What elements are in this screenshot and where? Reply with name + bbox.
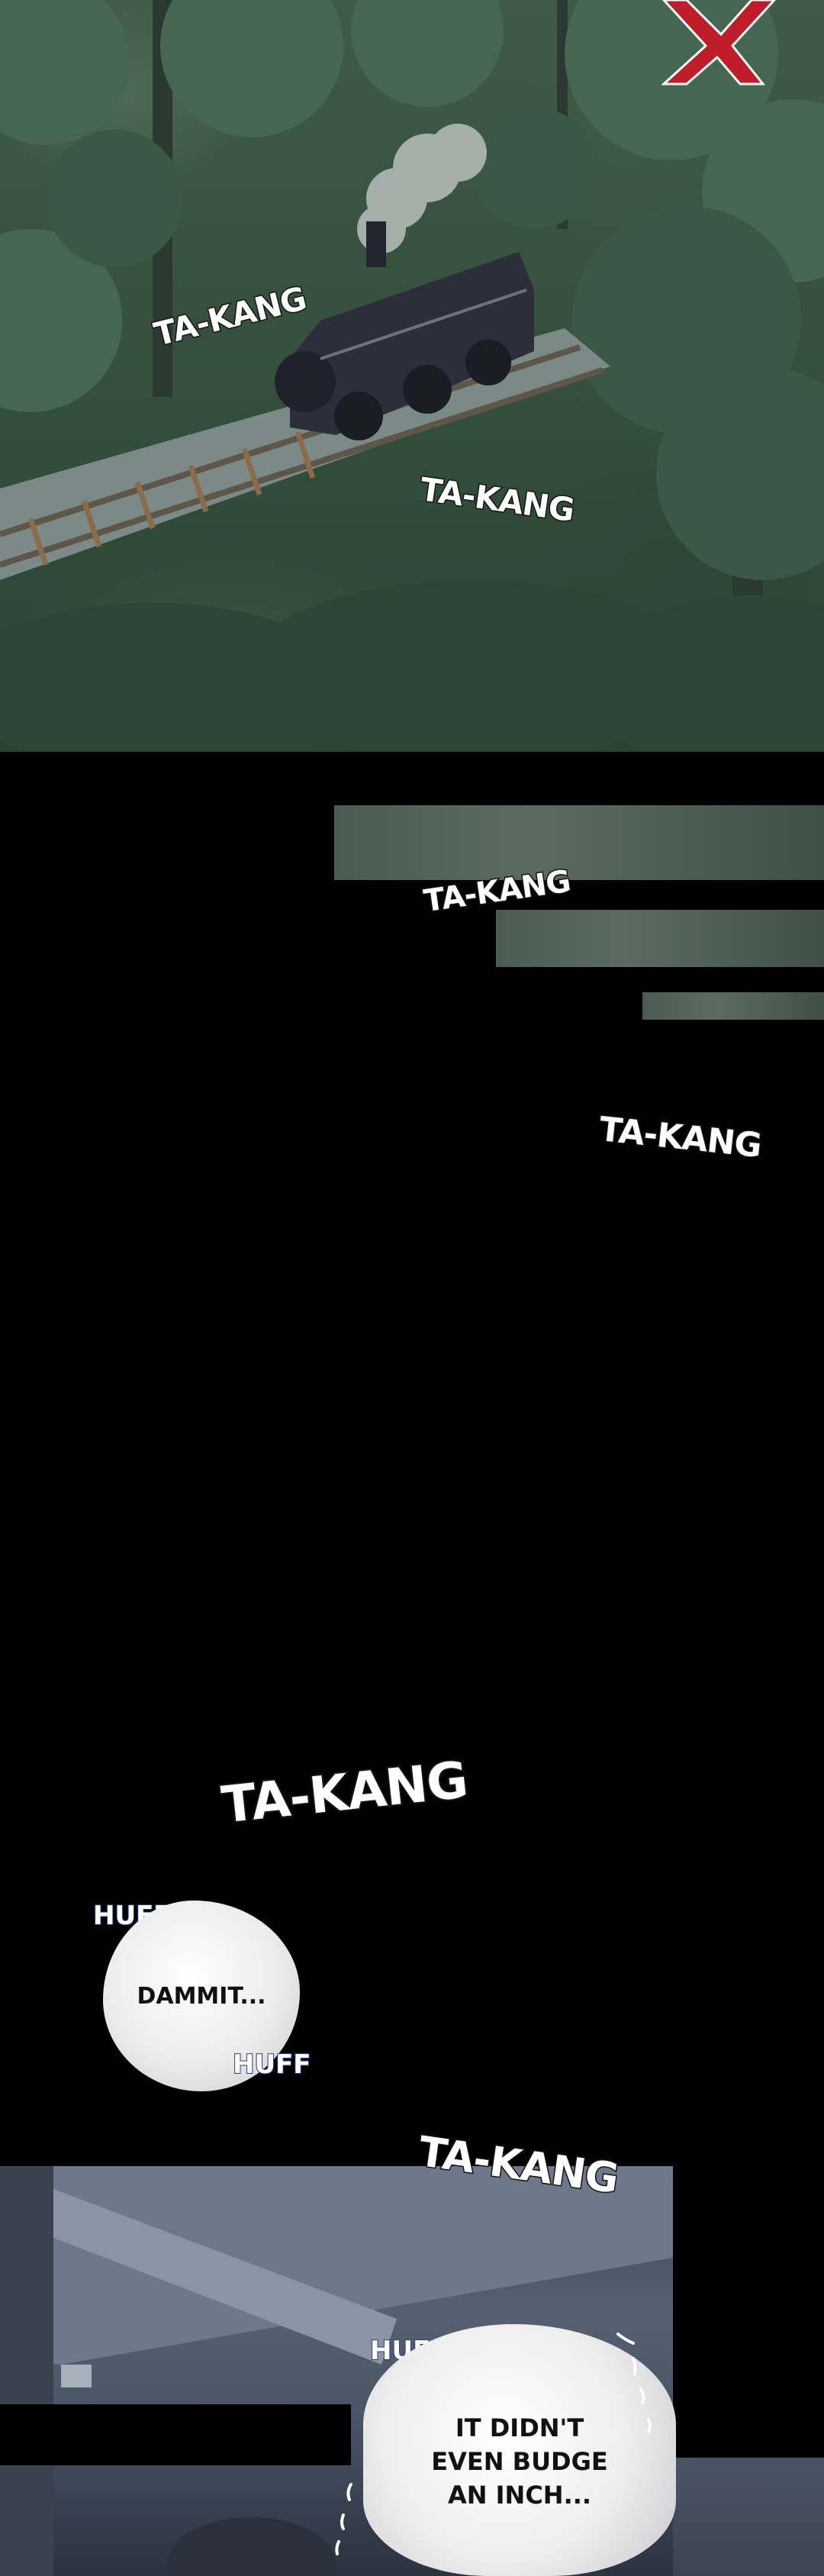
dialogue-text: AN INCH... [447,2481,592,2510]
wall-post [0,2166,53,2576]
dialogue-text: IT DIDN'T [455,2413,584,2442]
glitch-strip [496,910,824,967]
steam-train [275,221,534,440]
black-strip [0,2404,351,2465]
foliage [46,107,824,580]
forest-train-panel: TA-KANG TA-KANG [0,0,824,752]
forest-train-illustration [0,0,824,752]
sfx-huff: HUFF [232,2049,312,2081]
speech-bubble: IT DIDN'T EVEN BUDGE AN INCH... [363,2324,676,2576]
rail-sleepers [27,430,316,566]
warehouse-panel [0,2166,673,2576]
rail [0,367,604,568]
sfx-takang: TA-KANG [596,1109,764,1167]
foreground-bushes [0,580,824,752]
wooden-beam [46,2189,397,2365]
warehouse-illustration [0,2166,673,2576]
warehouse-panel-edge [673,2458,824,2576]
sfx-takang-large: TA-KANG [217,1749,472,1836]
red-sfx-fragment [661,0,777,85]
glitch-strip [642,992,824,1020]
ceiling-beam [0,2166,673,2365]
speech-bubble: DAMMIT... [103,1901,300,2091]
dialogue-text: DAMMIT... [137,1982,266,2010]
glitch-strip [334,805,824,880]
tremble-marks [335,2333,652,2555]
dialogue-text: EVEN BUDGE [431,2447,608,2476]
barrel [168,2517,336,2576]
crate [61,2365,92,2387]
